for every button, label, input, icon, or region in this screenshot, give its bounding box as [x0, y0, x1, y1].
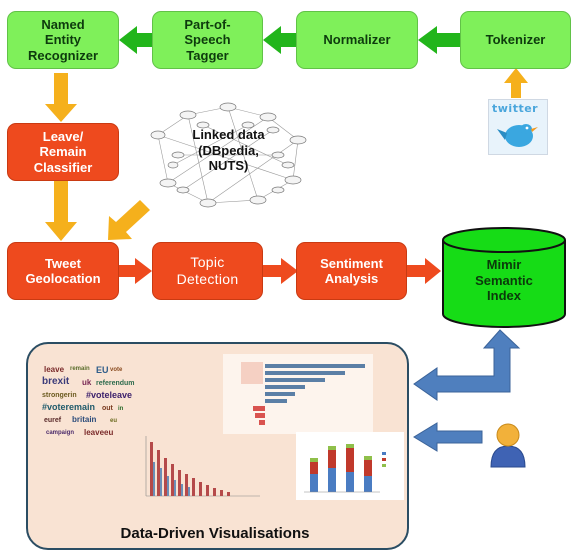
mimir-index-label: Mimir Semantic Index	[475, 257, 533, 304]
svg-text:leave: leave	[44, 365, 65, 374]
svg-text:#voteremain: #voteremain	[42, 402, 95, 412]
ner-box: Named Entity Recognizer	[7, 11, 119, 69]
svg-text:out: out	[102, 405, 114, 412]
svg-text:in: in	[118, 406, 124, 412]
linked-data-graph: Linked data (DBpedia, NUTS)	[148, 95, 310, 213]
svg-text:remain: remain	[70, 366, 90, 372]
arrow-pos-to-ner	[119, 26, 152, 54]
svg-text:brexit: brexit	[42, 376, 70, 387]
word-cloud-thumbnail: leave remain EU vote brexit uk referendu…	[42, 365, 135, 437]
svg-text:leaveeu: leaveeu	[84, 428, 113, 437]
svg-text:campaign: campaign	[46, 430, 74, 436]
arrow-index-to-visualisations	[413, 329, 521, 401]
svg-text:uk: uk	[82, 378, 92, 387]
vertical-bar-chart-thumbnail	[145, 436, 260, 497]
tokenizer-box: Tokenizer	[460, 11, 571, 69]
normalizer-box: Normalizer	[296, 11, 418, 69]
arrow-sentiment-to-index	[407, 258, 441, 284]
linked-data-label: Linked data (DBpedia, NUTS)	[192, 127, 265, 174]
svg-text:euref: euref	[44, 417, 62, 424]
svg-text:eu: eu	[110, 418, 117, 424]
arrow-tokenizer-to-normalizer	[418, 26, 460, 54]
svg-text:EU: EU	[96, 365, 109, 375]
horizontal-bar-chart-thumbnail	[223, 354, 373, 434]
svg-text:vote: vote	[110, 367, 123, 373]
arrow-geolocation-to-topic	[116, 258, 152, 284]
classifier-box: Leave/ Remain Classifier	[7, 123, 119, 181]
arrow-topic-to-sentiment	[263, 258, 298, 284]
arrow-linkeddata-to-geolocation	[108, 200, 150, 240]
svg-text:strongerin: strongerin	[42, 392, 77, 399]
svg-text:britain: britain	[72, 415, 97, 424]
sentiment-box: Sentiment Analysis	[296, 242, 407, 300]
twitter-wordmark: twitter	[492, 102, 539, 115]
arrow-classifier-to-geolocation	[45, 181, 77, 241]
mimir-index-cylinder: Mimir Semantic Index	[441, 226, 567, 330]
topic-detection-box: Topic Detection	[152, 242, 263, 300]
twitter-logo: twitter	[488, 99, 548, 155]
linked-data-network-icon	[150, 102, 307, 208]
visualisation-title: Data-Driven Visualisations	[120, 525, 310, 542]
svg-text:referendum: referendum	[96, 380, 135, 387]
arrow-twitter-to-tokenizer	[504, 68, 528, 98]
stacked-bar-chart-thumbnail	[296, 432, 404, 500]
visualisation-panel: leave remain EU vote brexit uk referendu…	[26, 342, 409, 550]
arrow-user-to-visualisations	[413, 422, 483, 452]
svg-text:#voteleave: #voteleave	[86, 390, 132, 400]
arrow-ner-to-classifier	[45, 73, 77, 122]
user-icon	[488, 418, 528, 468]
geolocation-box: Tweet Geolocation	[7, 242, 119, 300]
pos-tagger-box: Part-of- Speech Tagger	[152, 11, 263, 69]
arrow-normalizer-to-pos	[263, 26, 296, 54]
